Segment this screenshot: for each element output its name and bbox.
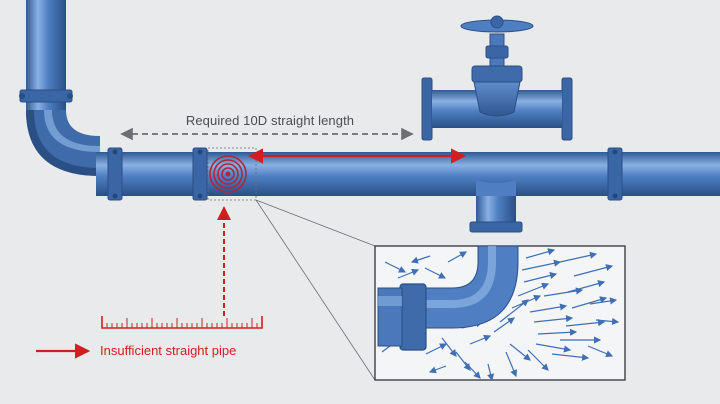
tee-branch-pipe [469,180,523,233]
flow-arrow [535,343,572,353]
flow-arrow [525,248,556,259]
insufficient-pipe-label: Insufficient straight pipe [100,343,237,358]
flow-arrow [529,303,568,313]
flow-arrow [493,317,515,333]
flow-arrow [543,287,584,297]
flow-arrow [523,271,558,283]
flow-arrow [428,365,447,374]
flow-arrow [509,343,531,361]
flow-arrow [559,251,598,263]
flow-arrow [441,337,457,357]
flow-arrow [425,343,448,355]
upper-left-elbow-pipe [19,0,100,176]
flow-arrow [565,319,606,327]
swirl-meter-icon [207,147,257,201]
flow-arrow [587,345,614,358]
ruler-scale [101,316,263,329]
flow-arrow [533,315,574,323]
flow-arrow [469,334,492,345]
flow-arrow [424,267,447,279]
gate-valve-icon [421,15,573,141]
flow-arrow [573,264,614,277]
required-length-label: Required 10D straight length [185,113,355,128]
flow-arrow [521,259,562,271]
flow-arrow [455,351,471,371]
turbulence-inset [374,245,626,382]
flow-arrow [551,353,590,361]
flow-arrow [397,268,420,279]
flow-arrow [517,282,550,297]
flow-arrow [447,251,468,263]
flow-arrow [537,328,578,336]
flow-arrow [384,261,407,273]
flow-arrow [511,295,542,309]
callout-line-bottom [255,199,376,381]
flow-arrow [487,363,495,382]
flow-arrow [567,280,606,293]
turbulent-flow-arrows [381,248,620,382]
flow-arrow [571,296,608,309]
flow-arrow [527,349,549,371]
flow-arrow [595,317,620,326]
flow-arrow [589,297,618,305]
flow-arrow [505,351,518,378]
callout-line-top [255,199,376,247]
flow-arrow [410,255,431,264]
